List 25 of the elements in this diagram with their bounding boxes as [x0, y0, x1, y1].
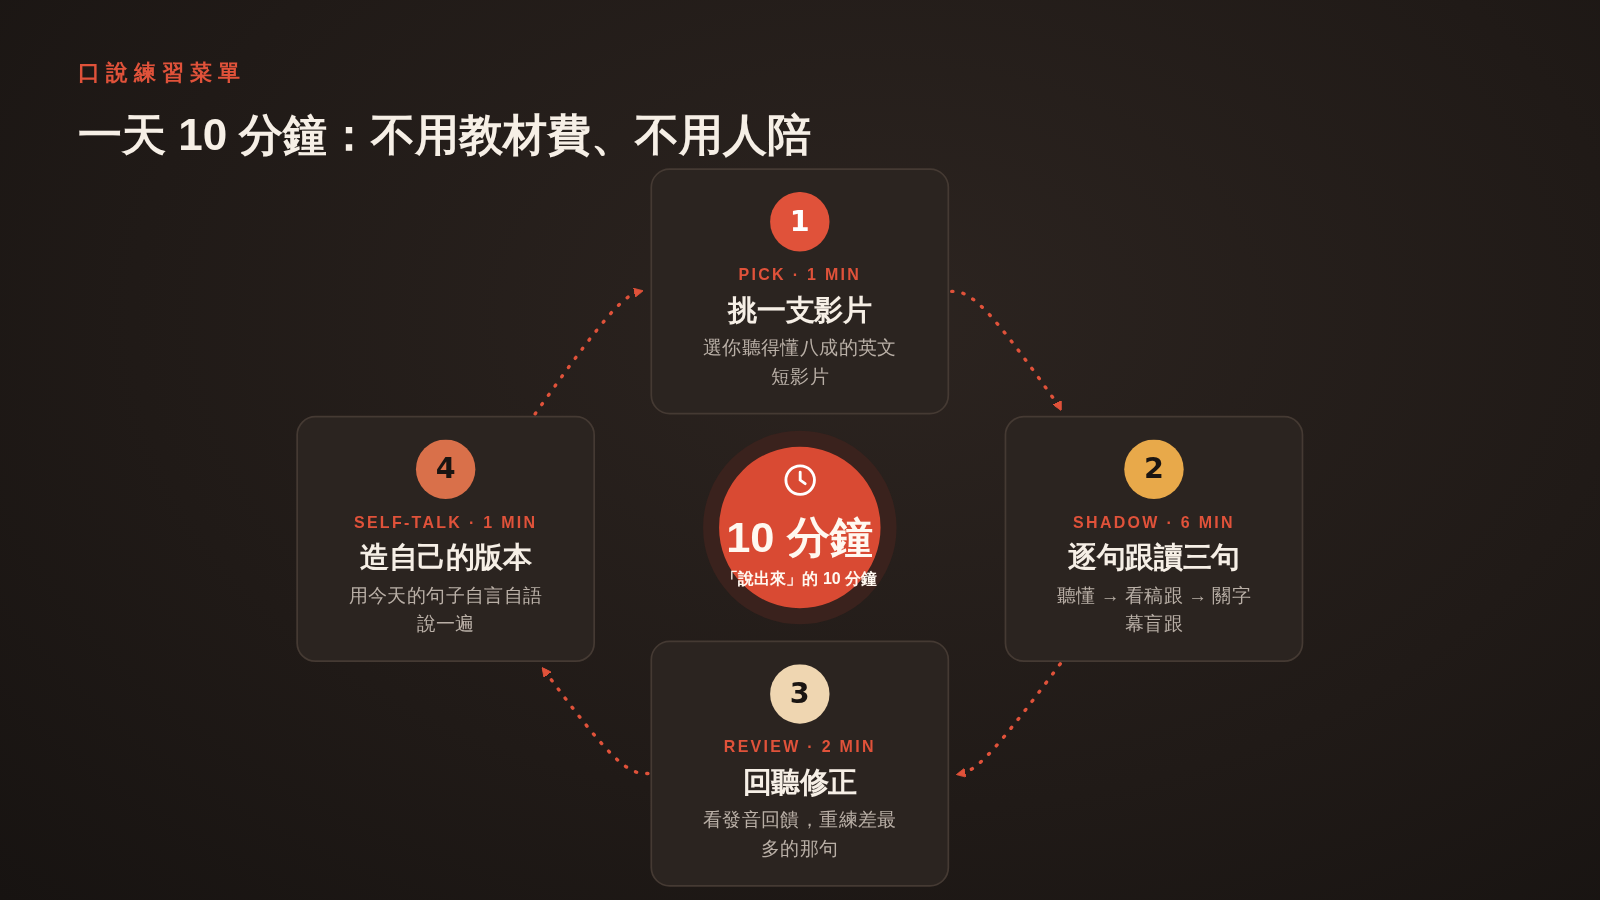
step-description: 聽懂 → 看稿跟 → 關字幕盲跟 — [1055, 583, 1253, 636]
center-circle — [703, 430, 897, 625]
step-tag: REVIEW · 2 MIN — [724, 735, 876, 758]
step-card — [650, 168, 950, 415]
step-card — [650, 640, 950, 887]
center-subtitle: 「說出來」的 10 分鐘 — [722, 568, 878, 590]
step-tag: SELF-TALK · 1 MIN — [354, 510, 538, 534]
step-description: 選你聽得懂八成的英文短影片 — [701, 336, 899, 389]
step-tag: SHADOW · 6 MIN — [1073, 510, 1235, 534]
section-label: 口說練習菜單 — [78, 59, 246, 87]
arrow — [956, 662, 1063, 778]
arrow — [950, 289, 1062, 411]
step-title: 挑一支影片 — [728, 292, 872, 328]
arrow — [541, 667, 650, 776]
arrow — [533, 287, 644, 416]
step-tag: PICK · 1 MIN — [738, 262, 862, 286]
step-description: 看發音回饋，重練差最多的那句 — [701, 808, 899, 861]
step-card — [1004, 415, 1304, 663]
step-card — [296, 415, 596, 663]
step-title: 逐句跟讀三句 — [1068, 540, 1240, 576]
center-heading: 10 分鐘 — [726, 512, 874, 564]
step-title: 造自己的版本 — [360, 540, 532, 576]
title: 一天 10 分鐘：不用教材費、不用人陪 — [78, 109, 812, 161]
step-title: 回聽修正 — [742, 764, 858, 800]
step-description: 用今天的句子自言自語說一遍 — [347, 583, 544, 636]
